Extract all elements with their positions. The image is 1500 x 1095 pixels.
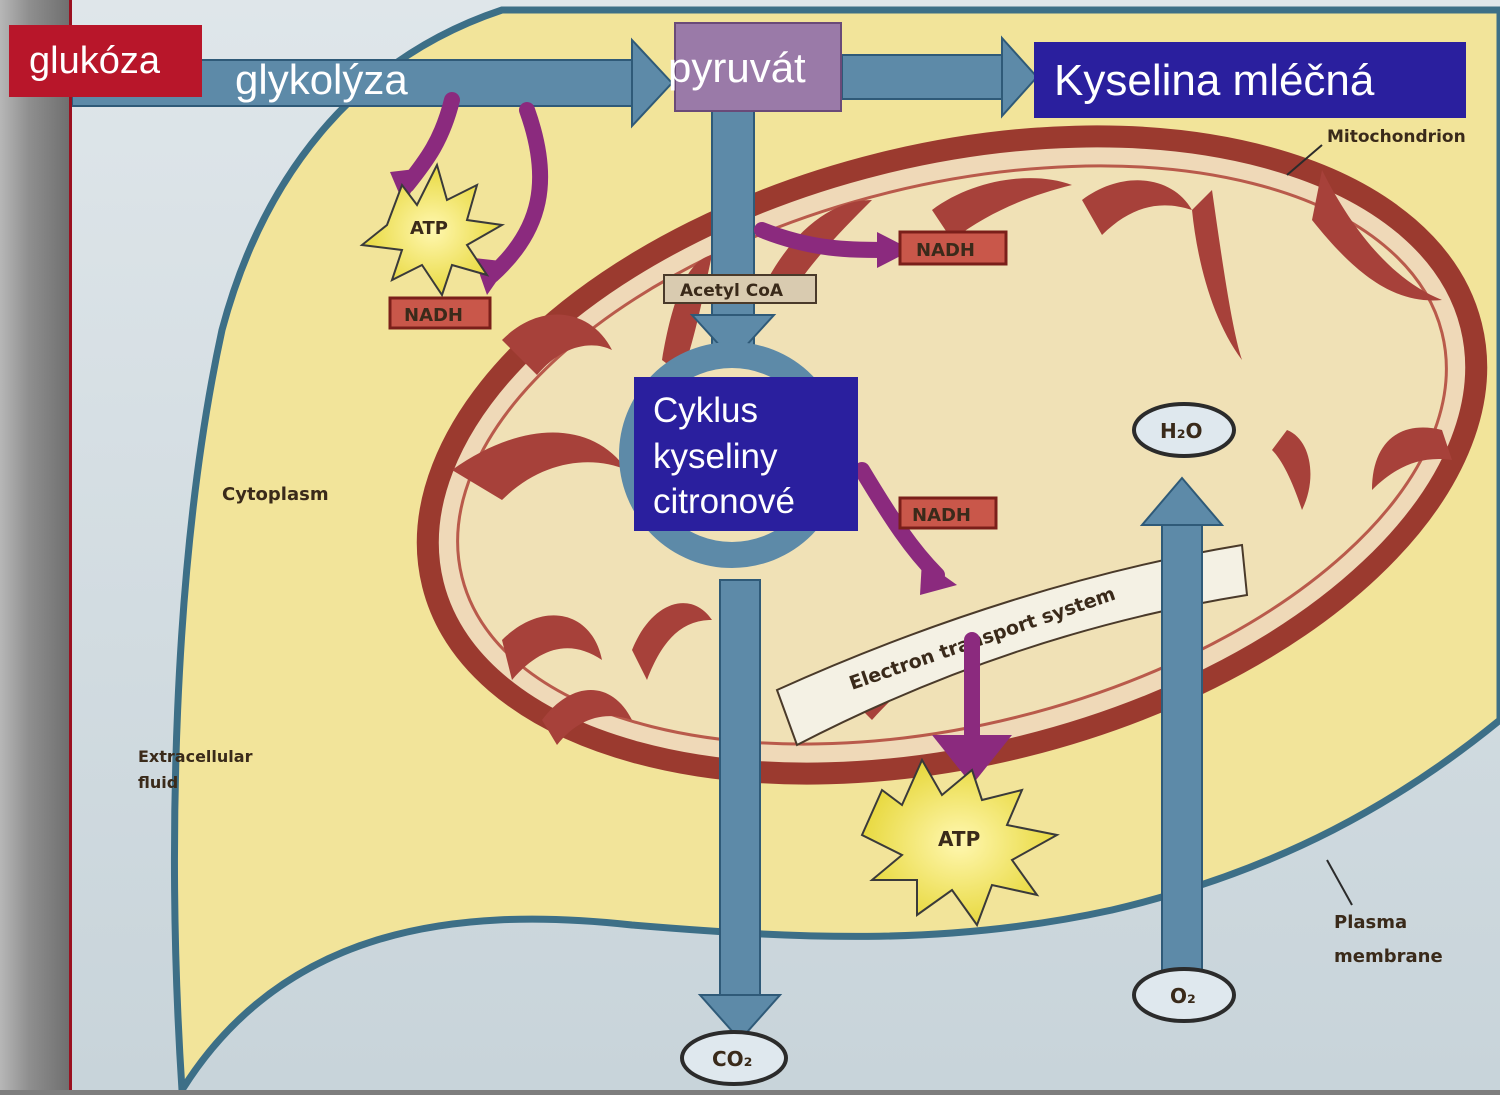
cell-respiration-diagram: Electron transport system — [72, 0, 1500, 1090]
nadh-mid-label: NADH — [912, 505, 971, 526]
plasma-membrane-label-line2: membrane — [1334, 946, 1443, 967]
nadh-top-label: NADH — [916, 240, 975, 261]
glycolysis-label: glykolýza — [235, 56, 408, 104]
mitochondrion-label: Mitochondrion — [1327, 127, 1466, 147]
extracellular-label-line2: fluid — [138, 773, 178, 792]
glucose-label-box: glukóza — [9, 25, 202, 97]
co2-oval: CO₂ — [682, 1032, 786, 1084]
nadh-box-left: NADH — [390, 298, 490, 328]
lactic-acid-box: Kyselina mléčná — [1034, 42, 1466, 118]
nadh-box-mid: NADH — [900, 498, 996, 528]
co2-label: CO₂ — [712, 1047, 752, 1071]
citric-cycle-box: Cyklus kyseliny citronové — [634, 377, 858, 531]
acetyl-coa-box: Acetyl CoA — [664, 275, 816, 303]
extracellular-label-line1: Extracellular — [138, 747, 253, 766]
pyruvate-label: pyruvát — [668, 44, 806, 92]
acetyl-coa-label: Acetyl CoA — [680, 281, 784, 301]
h2o-label: H₂O — [1160, 419, 1203, 443]
nadh-left-label: NADH — [404, 305, 463, 326]
cytoplasm-label: Cytoplasm — [222, 484, 329, 505]
o2-label: O₂ — [1170, 984, 1196, 1008]
citric-cycle-line2: kyseliny — [653, 437, 777, 477]
glucose-label: glukóza — [29, 40, 160, 83]
plasma-membrane-label-line1: Plasma — [1334, 912, 1407, 933]
slide-side-bar — [0, 0, 72, 1090]
o2-oval: O₂ — [1134, 969, 1234, 1021]
pyruvate-box: pyruvát — [674, 22, 842, 112]
atp-bottom-label: ATP — [938, 827, 980, 851]
nadh-box-top: NADH — [900, 232, 1006, 264]
diagram-figure: Electron transport system — [72, 0, 1500, 1090]
h2o-oval: H₂O — [1134, 404, 1234, 456]
citric-cycle-line1: Cyklus — [653, 391, 758, 431]
citric-cycle-line3: citronové — [653, 482, 795, 522]
atp-top-label: ATP — [410, 218, 448, 239]
lactic-acid-label: Kyselina mléčná — [1054, 56, 1374, 106]
